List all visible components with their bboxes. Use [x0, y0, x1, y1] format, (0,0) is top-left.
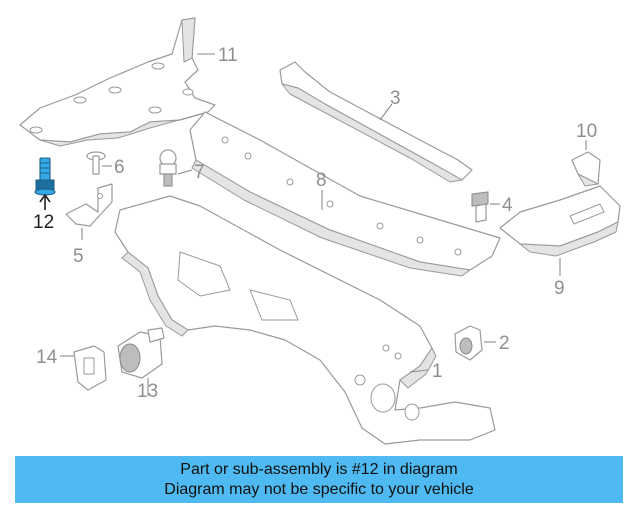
- part-12-bolt-highlighted[interactable]: [34, 157, 56, 196]
- parts-diagram: 1 2 3 4 5 6 7 8 9 10 11 12 13 14: [19, 17, 621, 445]
- part-11-shield[interactable]: [19, 17, 216, 147]
- callout-5: 5: [73, 246, 84, 267]
- part-12-arrow: [39, 193, 51, 210]
- part-9-side-member[interactable]: [499, 185, 621, 276]
- part-6-pin[interactable]: [86, 151, 112, 175]
- callout-6: 6: [114, 157, 125, 178]
- callout-11: 11: [218, 45, 238, 66]
- banner-line-1: Part or sub-assembly is #12 in diagram: [180, 461, 458, 478]
- part-2-mount[interactable]: [454, 325, 496, 361]
- callout-8: 8: [316, 170, 327, 191]
- info-banner: Part or sub-assembly is #12 in diagram D…: [15, 456, 623, 503]
- callout-2: 2: [499, 333, 510, 354]
- part-1-carrier[interactable]: [114, 195, 496, 445]
- part-5-bracket[interactable]: [65, 183, 113, 240]
- part-10-bracket[interactable]: [571, 140, 601, 187]
- part-14-plate[interactable]: [60, 345, 107, 391]
- callout-4: 4: [502, 195, 513, 216]
- callout-7: 7: [194, 162, 205, 183]
- part-13-bushing[interactable]: [117, 327, 165, 396]
- banner-line-2: Diagram may not be specific to your vehi…: [164, 481, 474, 498]
- callout-labels: 1 2 3 4 5 6 7 8 9 10 11 12 13 14: [33, 45, 597, 402]
- callout-12: 12: [33, 212, 54, 233]
- callout-3: 3: [390, 88, 401, 109]
- part-8-crossmember[interactable]: [189, 111, 501, 277]
- callout-13: 13: [137, 381, 158, 402]
- callout-10: 10: [576, 121, 597, 142]
- callout-1: 1: [432, 361, 443, 382]
- part-4-bolt[interactable]: [471, 191, 500, 223]
- part-3-bar[interactable]: [279, 61, 473, 183]
- part-7-stud[interactable]: [159, 149, 193, 187]
- callout-9: 9: [554, 278, 565, 299]
- callout-14: 14: [36, 347, 58, 368]
